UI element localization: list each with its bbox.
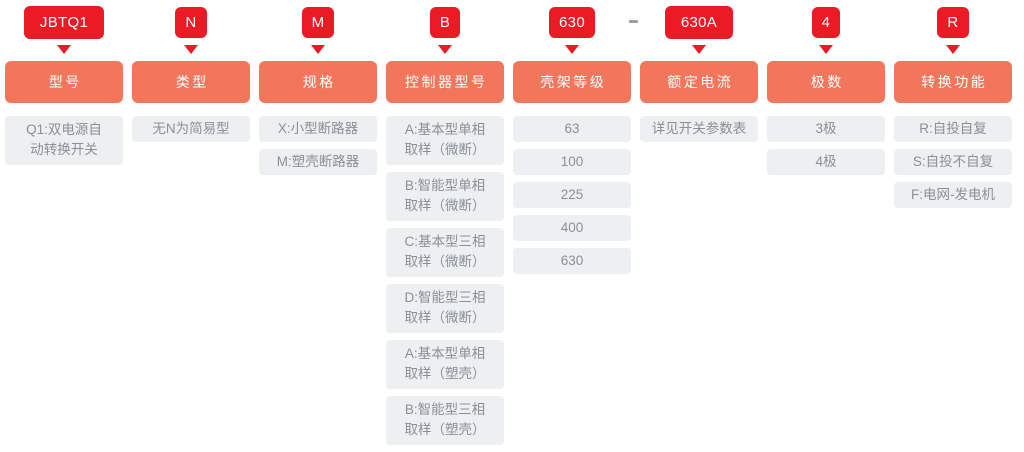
- value-cell: 400: [513, 215, 631, 241]
- arrow-row: [5, 45, 123, 61]
- column-values: X:小型断路器 M:塑壳断路器: [259, 116, 377, 182]
- arrow-row: [386, 45, 504, 61]
- value-cell: 225: [513, 182, 631, 208]
- code-pill-row: 630A: [640, 0, 758, 45]
- code-pill-row: M: [259, 0, 377, 45]
- code-column: N 类型无N为简易型: [132, 0, 250, 149]
- code-pill[interactable]: N: [175, 7, 207, 38]
- code-column: 630 壳架等级 63 100 225 400 630: [513, 0, 631, 281]
- value-cell: C:基本型三相 取样（微断）: [386, 228, 504, 277]
- column-header: 型号: [5, 61, 123, 103]
- value-cell: F:电网-发电机: [894, 182, 1012, 208]
- triangle-down-icon: [565, 45, 579, 54]
- column-values: R:自投自复 S:自投不自复 F:电网-发电机: [894, 116, 1012, 215]
- value-cell: Q1:双电源自 动转换开关: [5, 116, 123, 165]
- column-values: 无N为简易型: [132, 116, 250, 149]
- column-values: A:基本型单相 取样（微断） B:智能型单相 取样（微断） C:基本型三相 取样（微…: [386, 116, 504, 452]
- value-cell: B:智能型三相 取样（塑壳）: [386, 396, 504, 445]
- column-header: 壳架等级: [513, 61, 631, 103]
- triangle-down-icon: [819, 45, 833, 54]
- column-header: 转换功能: [894, 61, 1012, 103]
- code-column: M 规格 X:小型断路器 M:塑壳断路器: [259, 0, 377, 182]
- arrow-row: [640, 45, 758, 61]
- triangle-down-icon: [57, 45, 71, 54]
- value-cell: A:基本型单相 取样（微断）: [386, 116, 504, 165]
- code-pill[interactable]: R: [937, 7, 969, 38]
- code-column: 630A 额定电流详见开关参数表: [640, 0, 758, 149]
- column-values: Q1:双电源自 动转换开关: [5, 116, 123, 172]
- column-header: 规格: [259, 61, 377, 103]
- value-cell: 详见开关参数表: [640, 116, 758, 142]
- triangle-down-icon: [438, 45, 452, 54]
- value-cell: 4极: [767, 149, 885, 175]
- value-cell: 3极: [767, 116, 885, 142]
- code-pill-row: N: [132, 0, 250, 45]
- column-header: 极数: [767, 61, 885, 103]
- arrow-row: [259, 45, 377, 61]
- code-pill[interactable]: 630A: [664, 6, 734, 39]
- value-cell: R:自投自复: [894, 116, 1012, 142]
- column-header: 额定电流: [640, 61, 758, 103]
- code-pill-row: JBTQ1: [5, 0, 123, 45]
- value-cell: 100: [513, 149, 631, 175]
- value-cell: B:智能型单相 取样（微断）: [386, 172, 504, 221]
- code-column: B 控制器型号 A:基本型单相 取样（微断） B:智能型单相 取样（微断） C:基本型三…: [386, 0, 504, 452]
- column-header: 控制器型号: [386, 61, 504, 103]
- code-pill-row: 4: [767, 0, 885, 45]
- arrow-row: [767, 45, 885, 61]
- value-cell: 无N为简易型: [132, 116, 250, 142]
- triangle-down-icon: [946, 45, 960, 54]
- column-header: 类型: [132, 61, 250, 103]
- value-cell: S:自投不自复: [894, 149, 1012, 175]
- value-cell: 630: [513, 248, 631, 274]
- code-column: R 转换功能 R:自投自复 S:自投不自复 F:电网-发电机: [894, 0, 1012, 215]
- value-cell: 63: [513, 116, 631, 142]
- code-pill-row: 630: [513, 0, 631, 45]
- arrow-row: [513, 45, 631, 61]
- code-pill[interactable]: 630: [549, 7, 595, 38]
- code-pill[interactable]: B: [429, 7, 461, 38]
- code-pill[interactable]: 4: [811, 7, 841, 38]
- value-cell: A:基本型单相 取样（塑壳）: [386, 340, 504, 389]
- arrow-row: [894, 45, 1012, 61]
- column-values: 详见开关参数表: [640, 116, 758, 149]
- arrow-row: [132, 45, 250, 61]
- code-separator-dash: [629, 20, 638, 23]
- value-cell: X:小型断路器: [259, 116, 377, 142]
- triangle-down-icon: [311, 45, 325, 54]
- triangle-down-icon: [692, 45, 706, 54]
- value-cell: D:智能型三相 取样（微断）: [386, 284, 504, 333]
- code-pill-row: B: [386, 0, 504, 45]
- code-column: JBTQ1 型号 Q1:双电源自 动转换开关: [5, 0, 123, 172]
- triangle-down-icon: [184, 45, 198, 54]
- code-pill[interactable]: JBTQ1: [23, 6, 105, 39]
- column-values: 63 100 225 400 630: [513, 116, 631, 281]
- value-cell: M:塑壳断路器: [259, 149, 377, 175]
- code-pill[interactable]: M: [301, 7, 335, 38]
- code-pill-row: R: [894, 0, 1012, 45]
